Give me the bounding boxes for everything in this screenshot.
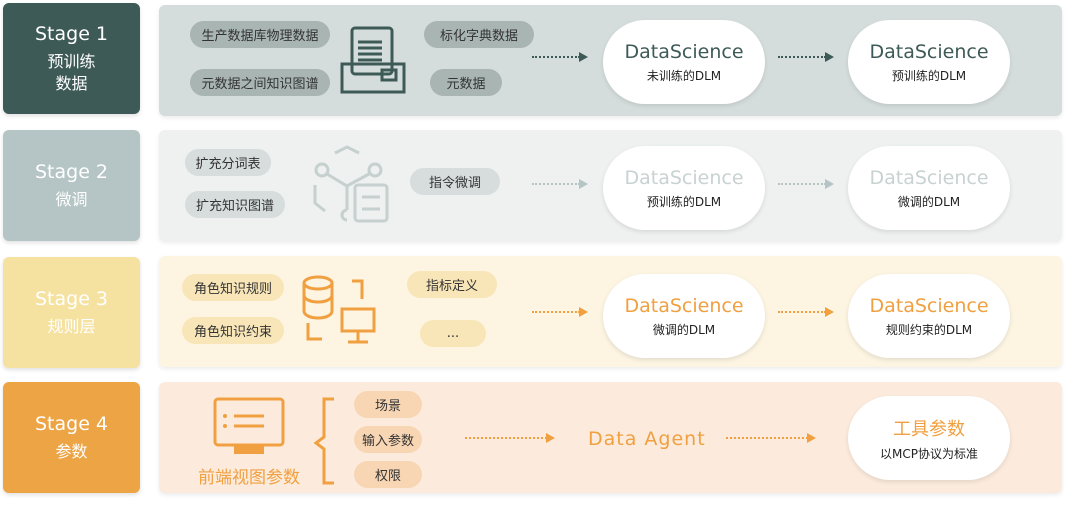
item-pill: 场景 — [354, 391, 422, 418]
stage-subtitle: 规则层 — [47, 316, 96, 336]
item-pill: 输入参数 — [354, 426, 422, 453]
item-pill: 指令微调 — [410, 168, 500, 195]
stage-4-label: Stage 4 参数 — [3, 382, 140, 493]
item-pill: ... — [420, 320, 486, 347]
archive-box-icon — [340, 26, 406, 94]
view-params-label: 前端视图参数 — [198, 468, 300, 488]
model-from-node: DataScience 微调的DLM — [603, 274, 765, 358]
model-from-node: DataScience 预训练的DLM — [603, 146, 765, 230]
result-desc: 以MCP协议为标准 — [880, 446, 978, 461]
model-desc: 规则约束的DLM — [885, 322, 973, 337]
model-name: DataScience — [624, 294, 744, 317]
data-agent-label: Data Agent — [588, 428, 706, 450]
model-desc: 微调的DLM — [652, 322, 716, 337]
flow-arrow — [726, 433, 816, 443]
model-name: DataScience — [869, 294, 989, 317]
stage-title: Stage 2 — [34, 160, 109, 183]
item-pill: 扩充分词表 — [185, 149, 271, 176]
flow-arrow — [532, 52, 588, 62]
model-desc: 预训练的DLM — [891, 68, 967, 83]
model-to-node: DataScience 规则约束的DLM — [848, 274, 1010, 358]
model-name: DataScience — [869, 166, 989, 189]
network-settings-icon — [313, 145, 389, 223]
flow-arrow — [532, 307, 588, 317]
screen-list-icon — [213, 397, 285, 454]
stage-subtitle: 参数 — [55, 441, 88, 461]
item-pill: 生产数据库物理数据 — [190, 21, 330, 48]
flow-arrow — [778, 307, 834, 317]
model-name: DataScience — [869, 40, 989, 63]
brace-icon — [313, 397, 334, 485]
stage-subtitle: 预训练 数据 — [47, 51, 96, 93]
item-pill: 指标定义 — [407, 271, 497, 298]
model-to-node: DataScience 微调的DLM — [848, 146, 1010, 230]
model-desc: 未训练的DLM — [646, 68, 722, 83]
model-name: DataScience — [624, 166, 744, 189]
flow-arrow — [778, 179, 834, 189]
stage-title: Stage 1 — [34, 22, 109, 45]
stage-2-label: Stage 2 微调 — [3, 130, 140, 241]
model-to-node: DataScience 预训练的DLM — [848, 20, 1010, 104]
stage-title: Stage 3 — [34, 287, 109, 310]
tool-params-node: 工具参数以MCP协议为标准 — [848, 396, 1010, 480]
stage-subtitle: 微调 — [55, 189, 88, 209]
model-desc: 预训练的DLM — [646, 194, 722, 209]
stage-3-label: Stage 3 规则层 — [3, 257, 140, 368]
item-pill: 扩充知识图谱 — [185, 191, 285, 218]
flow-arrow — [465, 433, 555, 443]
item-pill: 角色知识规则 — [182, 274, 284, 301]
item-pill: 权限 — [354, 461, 422, 488]
item-pill: 元数据 — [430, 69, 502, 96]
flow-arrow — [778, 52, 834, 62]
model-desc: 微调的DLM — [897, 194, 961, 209]
item-pill: 角色知识约束 — [182, 317, 284, 344]
stage-title: Stage 4 — [34, 412, 109, 435]
database-monitor-icon — [302, 275, 376, 344]
stage-1-label: Stage 1 预训练 数据 — [3, 3, 140, 114]
model-name: DataScience — [624, 40, 744, 63]
item-pill: 元数据之间知识图谱 — [190, 69, 330, 96]
model-from-node: DataScience 未训练的DLM — [603, 20, 765, 104]
flow-arrow — [532, 179, 588, 189]
item-pill: 标化字典数据 — [424, 21, 534, 48]
result-name: 工具参数 — [893, 418, 965, 440]
